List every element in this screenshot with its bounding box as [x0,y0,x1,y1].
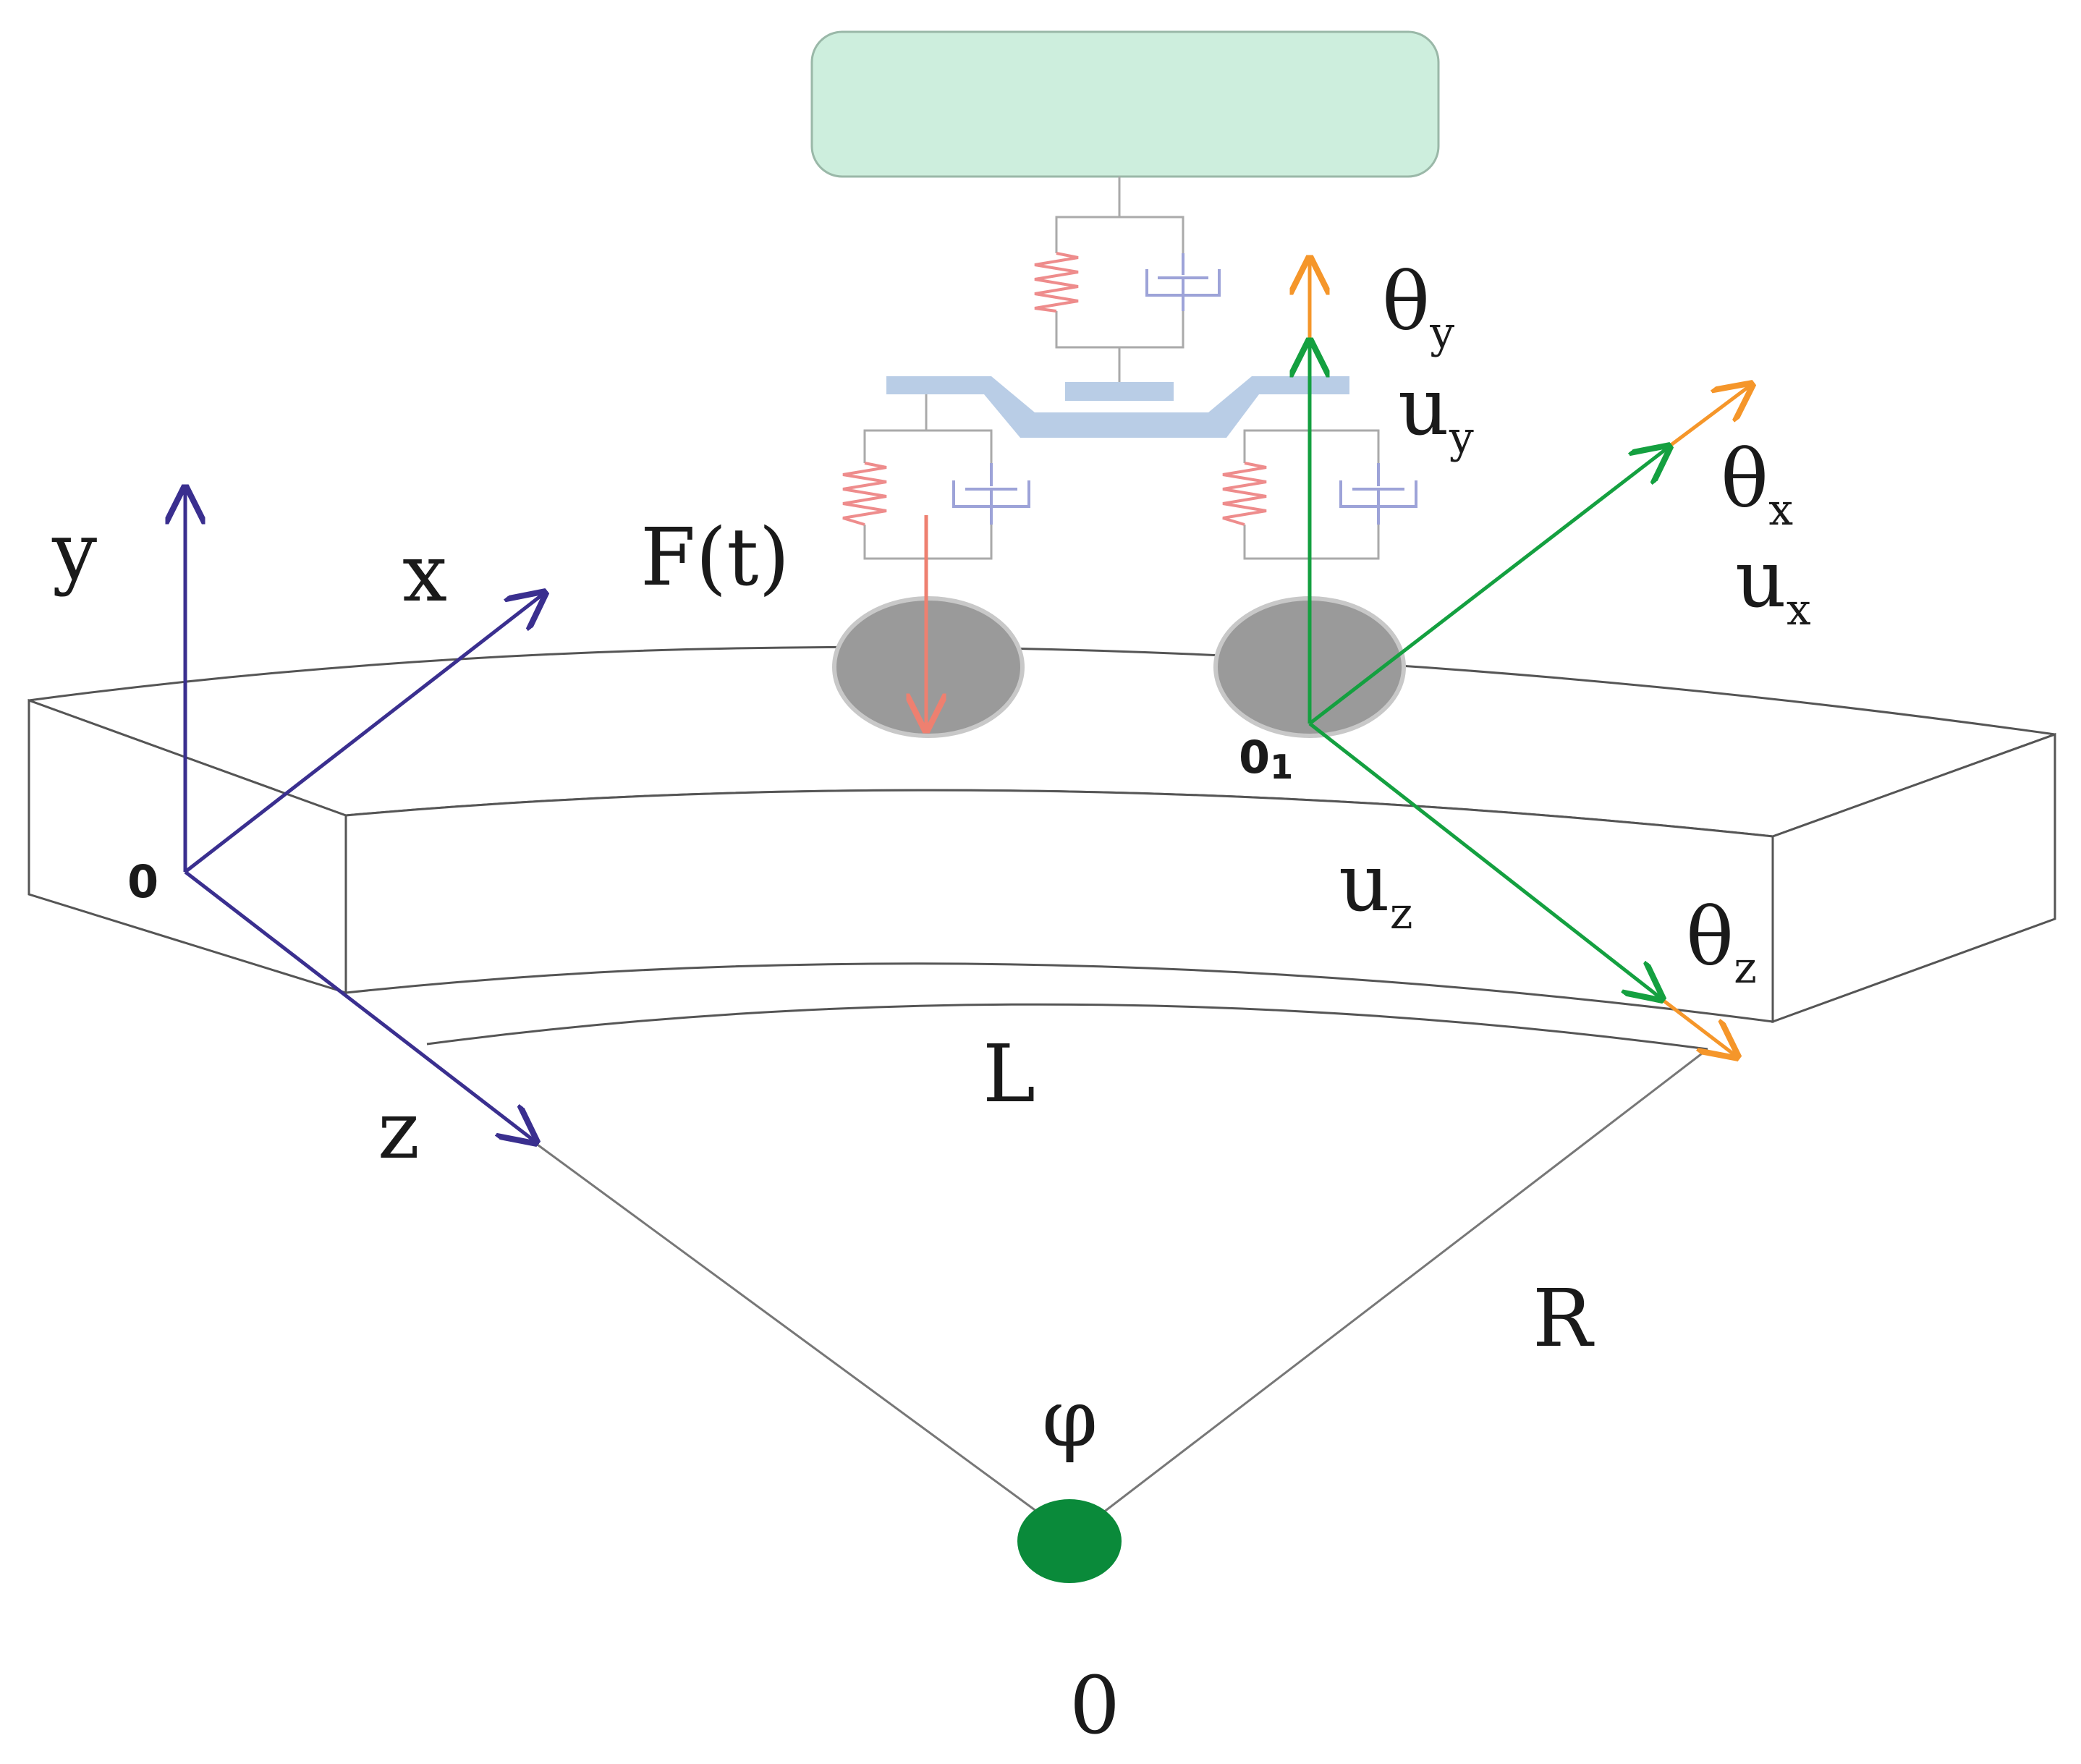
label-x: x [402,527,447,619]
label-theta-x: θx [1721,433,1793,535]
theta-x-arrow [1663,385,1751,451]
secondary-damper [1145,253,1221,311]
primary-spring-right [1222,462,1267,526]
beam-left-face [27,698,347,995]
label-angle: φ [1042,1372,1098,1464]
radius-lines [535,1048,1708,1521]
label-origin-left: 0 [127,855,158,908]
label-z: z [378,1084,420,1176]
label-u-z: uz [1339,836,1412,939]
label-center: 0 [1069,1659,1120,1752]
secondary-spring [1034,252,1079,313]
label-y: y [51,505,97,598]
global-x-axis [184,593,544,873]
label-theta-z: θz [1686,891,1757,993]
global-axes [185,488,544,1142]
theta-z-arrow [1656,994,1737,1056]
label-radius: R [1533,1272,1595,1365]
label-theta-y: θy [1382,255,1454,358]
primary-damper-right [1339,463,1417,525]
u-x-arrow [1308,447,1669,725]
label-u-y: uy [1398,360,1474,463]
global-z-axis [184,870,535,1142]
primary-damper-left [952,463,1030,525]
label-u-x: ux [1735,533,1811,635]
vehicle-body [810,30,1440,178]
wheel-left [832,596,1025,738]
beam-right-face [1771,732,2056,1024]
label-length: L [983,1027,1035,1120]
u-z-arrow [1308,722,1661,998]
beam-bottom-arc [426,1003,1708,1051]
label-origin-local: 01 [1239,731,1293,786]
bogie-frame [886,376,1349,438]
label-force: F(t) [640,511,789,603]
beam-front-face [344,789,1774,1023]
secondary-suspension [1055,177,1184,385]
local-axes [1310,259,1751,1056]
center-point [1017,1499,1122,1583]
primary-spring-left [842,462,887,526]
curved-beam [27,645,2056,1051]
